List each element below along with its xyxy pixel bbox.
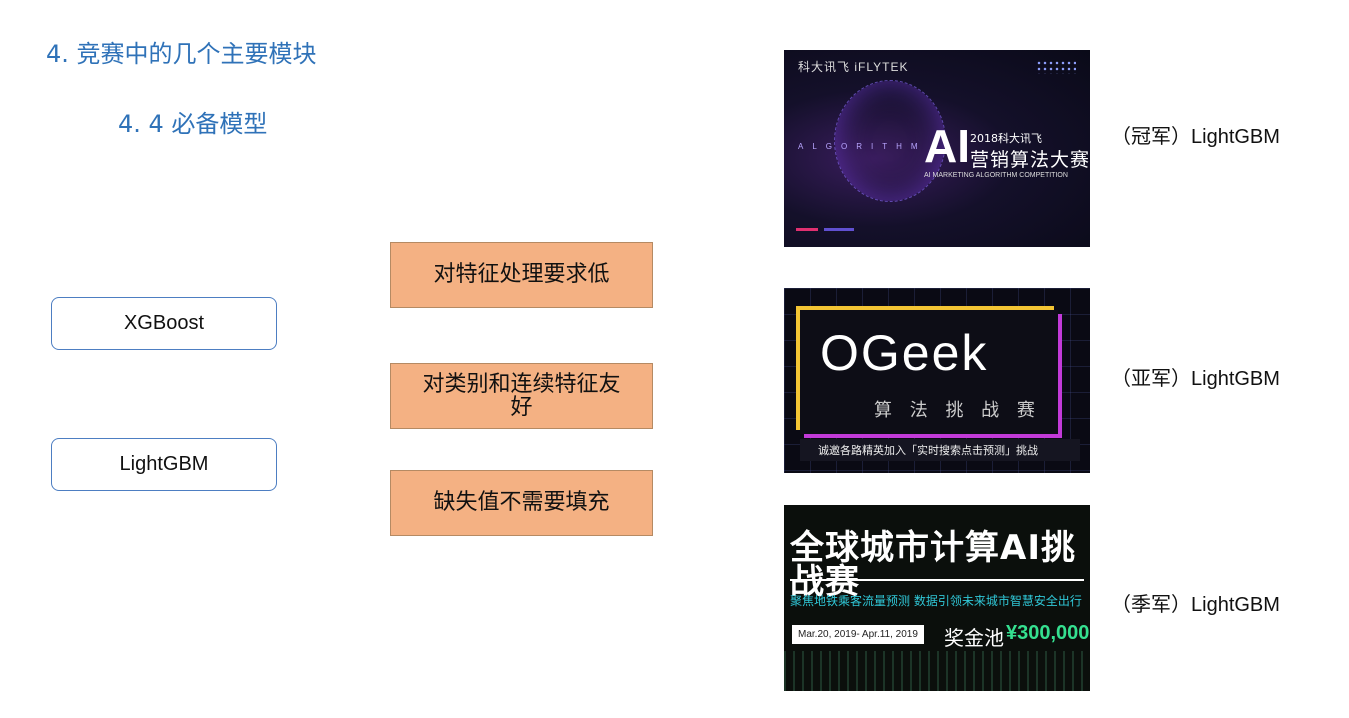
ogeek-subtitle: 算 法 挑 战 赛 (874, 400, 1041, 421)
accent-bar (796, 228, 818, 231)
ogeek-logo-text: OGeek (820, 325, 989, 381)
ogeek-card (800, 310, 1058, 434)
iflytek-logo: 科大讯飞 iFLYTEK (798, 60, 909, 74)
placement-model: LightGBM (1191, 368, 1280, 390)
slide-subtitle: 4. 4 必备模型 (118, 110, 268, 138)
banner-global-city-ai: 全球城市计算AI挑战赛 聚焦地铁乘客流量预测 数据引领未来城市智慧安全出行 Ma… (784, 505, 1090, 691)
banner-ogeek: OGeek 算 法 挑 战 赛 诚邀各路精英加入「实时搜索点击预测」挑战 (784, 288, 1090, 473)
banner-year: 2018科大讯飞 (970, 132, 1042, 145)
placement-rank: （季军） (1111, 592, 1191, 616)
slide-title: 4. 竞赛中的几个主要模块 (46, 40, 317, 68)
city-ai-headline: 全球城市计算AI挑战赛 (790, 528, 1076, 602)
code-rain-decoration (784, 651, 1090, 691)
prize-label: 奖金池 (944, 626, 1004, 650)
feature-box-missing-values: 缺失值不需要填充 (390, 470, 653, 536)
accent-bar (824, 228, 854, 231)
banner-iflytek-ai-marketing: 科大讯飞 iFLYTEK ALGORITHM AI 2018科大讯飞 营销算法大… (784, 50, 1090, 247)
ai-logo-text: AI (924, 120, 970, 172)
placement-label-third: （季军）LightGBM (1111, 588, 1280, 617)
feature-box-categorical-continuous: 对类别和连续特征友好 (390, 363, 653, 429)
banner-name-cn: 营销算法大赛 (970, 149, 1090, 171)
dot-grid-decoration (1036, 60, 1076, 74)
glowing-head-graphic (834, 80, 946, 202)
placement-label-champion: （冠军）LightGBM (1111, 120, 1280, 149)
placement-label-runner-up: （亚军）LightGBM (1111, 362, 1280, 391)
prize-value: ¥300,000 (1006, 622, 1090, 644)
algorithm-text: ALGORITHM (798, 142, 927, 151)
placement-rank: （冠军） (1111, 124, 1191, 148)
city-ai-tagline: 聚焦地铁乘客流量预测 数据引领未来城市智慧安全出行 (790, 594, 1082, 608)
model-box-lightgbm: LightGBM (51, 438, 277, 491)
city-ai-dates: Mar.20, 2019- Apr.11, 2019 (792, 625, 924, 644)
headline-divider (790, 579, 1084, 581)
placement-model: LightGBM (1191, 594, 1280, 616)
banner-name-en: AI MARKETING ALGORITHM COMPETITION (924, 172, 1068, 179)
model-box-xgboost: XGBoost (51, 297, 277, 350)
placement-model: LightGBM (1191, 126, 1280, 148)
placement-rank: （亚军） (1111, 366, 1191, 390)
ogeek-invite-strip: 诚邀各路精英加入「实时搜索点击预测」挑战 (800, 439, 1080, 461)
feature-box-low-feature-processing: 对特征处理要求低 (390, 242, 653, 308)
